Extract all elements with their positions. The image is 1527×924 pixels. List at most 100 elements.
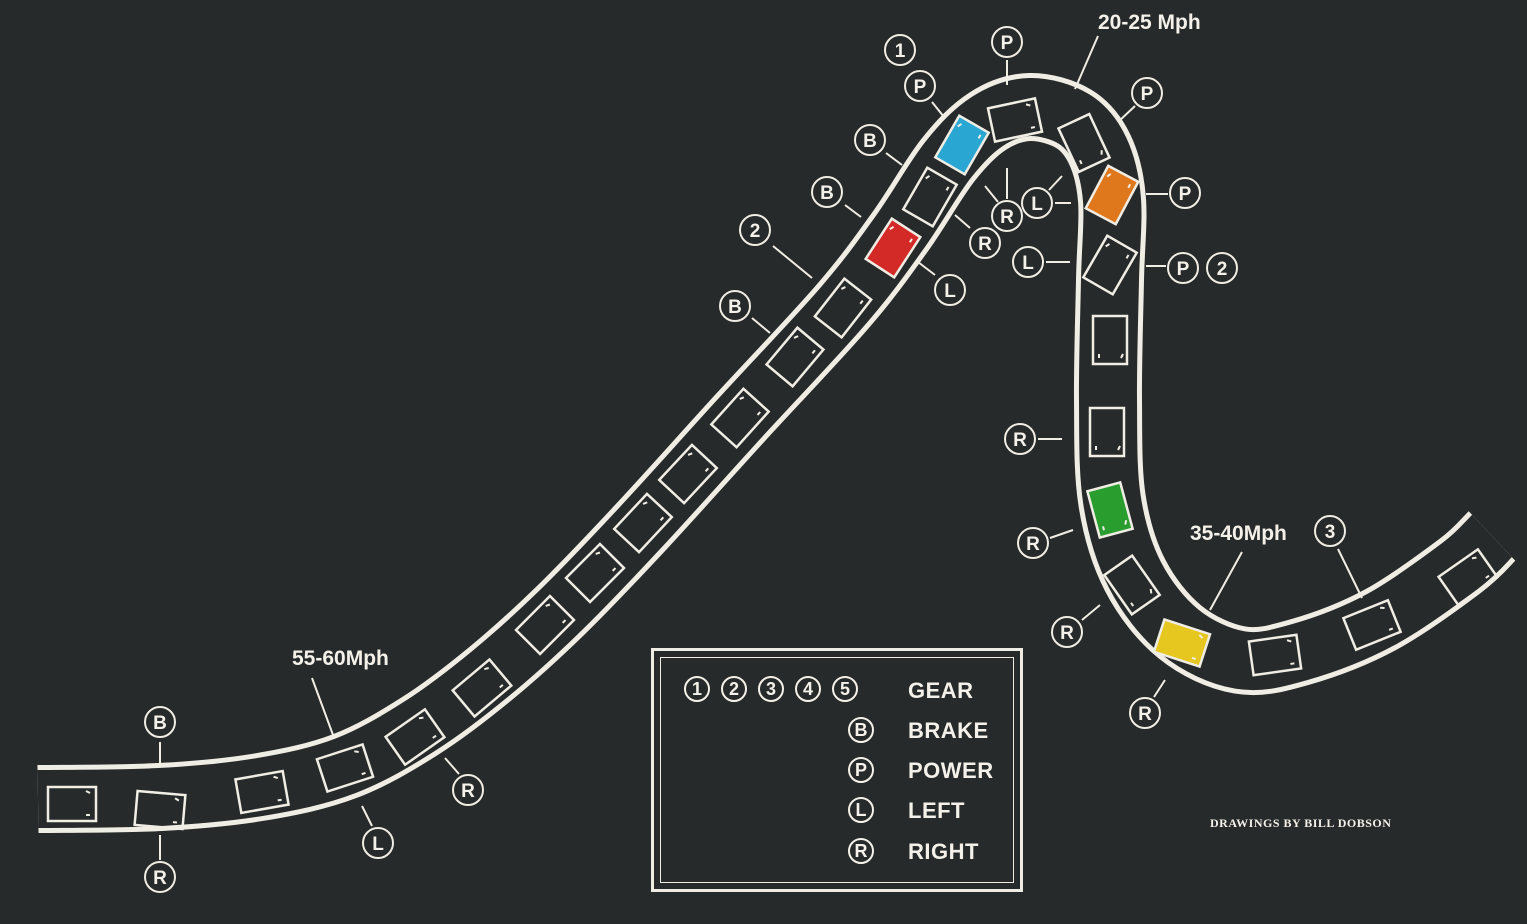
callout-letter: P <box>914 77 927 98</box>
callout-letter: B <box>863 131 877 152</box>
car-body <box>986 96 1044 144</box>
callout-letter: B <box>728 297 742 318</box>
callout-B-symbol: B <box>144 706 176 738</box>
car-body <box>514 594 576 656</box>
car-body <box>133 789 187 831</box>
car-icon <box>901 166 959 228</box>
car-mark <box>1149 588 1153 594</box>
callout-R-symbol: R <box>969 227 1001 259</box>
car-mark <box>361 771 366 776</box>
callout-letter: P <box>1141 84 1154 105</box>
callout-leader-line <box>1049 529 1074 539</box>
callout-leader-line <box>444 757 460 775</box>
callout-P-symbol: P <box>904 70 936 102</box>
car-mark <box>793 335 799 339</box>
car-mark <box>1130 602 1135 607</box>
callout-leader-line <box>1081 604 1101 621</box>
car-icon <box>1247 633 1303 677</box>
green-car-icon <box>1085 480 1135 540</box>
callout-circle <box>1017 527 1049 559</box>
car-icon <box>233 769 291 815</box>
callout-B-symbol: B <box>719 290 751 322</box>
callout-circle <box>1012 246 1044 278</box>
car-icon <box>1088 406 1126 458</box>
callout-leader-line <box>1153 679 1166 698</box>
legend-gear-row: 1 2 3 4 5 <box>684 676 869 702</box>
car-icon <box>1341 598 1403 652</box>
car-mark <box>484 667 489 671</box>
car-icon <box>657 443 719 505</box>
speed-label-55-60: 55-60Mph <box>292 647 389 670</box>
car-mark <box>595 551 601 555</box>
car-mark <box>1286 639 1292 643</box>
callout-leader-line <box>984 185 999 203</box>
car-mark <box>432 734 437 739</box>
callout-circle <box>1004 423 1036 455</box>
car-mark <box>977 134 982 139</box>
gear-1-symbol: 1 <box>684 676 710 702</box>
callout-leader-line <box>1048 175 1063 191</box>
callout-circle <box>144 861 176 893</box>
car-body <box>1247 633 1303 677</box>
callout-L-symbol: L <box>1012 246 1044 278</box>
callout-letter: L <box>1031 194 1043 215</box>
callout-letter: R <box>1026 534 1040 555</box>
car-body <box>233 769 291 815</box>
car-mark <box>659 516 665 521</box>
legend-right-row: R <box>848 838 885 864</box>
callout-P-symbol: P <box>1167 252 1199 284</box>
car-mark <box>499 684 504 689</box>
car-mark <box>859 299 864 305</box>
orange-car-icon <box>1084 164 1140 226</box>
car-mark <box>1125 254 1130 259</box>
car-mark <box>687 452 693 456</box>
callout-leader-line <box>1337 548 1363 599</box>
car-mark <box>957 123 963 128</box>
car-body <box>1088 406 1126 458</box>
callout-letter: R <box>153 868 167 889</box>
car-icon <box>450 657 514 719</box>
car-mark <box>174 797 180 802</box>
car-icon <box>1091 314 1129 366</box>
car-mark <box>925 175 931 180</box>
left-symbol: L <box>848 797 874 823</box>
callout-3-symbol: 3 <box>1314 515 1346 547</box>
callout-leader-line <box>772 245 813 279</box>
speed-leader-line <box>1074 35 1099 90</box>
callout-letter: P <box>1179 184 1192 205</box>
callout-2-symbol: 2 <box>739 214 771 246</box>
car-body <box>764 325 826 389</box>
gear-4-symbol: 4 <box>795 676 821 702</box>
callout-letter: L <box>372 834 384 855</box>
car-body <box>315 742 375 794</box>
callout-circle <box>991 200 1023 232</box>
car-mark <box>1117 445 1121 451</box>
callout-letter: R <box>461 781 475 802</box>
legend-brake-label: BRAKE <box>908 718 989 743</box>
car-mark <box>1120 353 1124 359</box>
car-body <box>933 114 991 176</box>
callout-letter: L <box>944 281 956 302</box>
car-mark <box>1105 243 1111 248</box>
callout-letter: P <box>1001 33 1014 54</box>
car-icon <box>986 96 1044 144</box>
callout-leader-line <box>844 204 862 218</box>
car-body <box>1084 164 1140 226</box>
brake-symbol: B <box>848 717 874 743</box>
car-mark <box>1030 126 1036 129</box>
callout-circle <box>452 774 484 806</box>
callout-letter: R <box>1138 704 1152 725</box>
callout-leader-line <box>751 317 771 334</box>
callout-letter: 2 <box>750 221 761 242</box>
callout-circle <box>362 827 394 859</box>
speed-leader-line <box>1209 551 1243 611</box>
car-body <box>564 542 626 604</box>
car-body <box>1436 547 1500 607</box>
car-icon <box>813 276 873 340</box>
callout-circle <box>904 70 936 102</box>
car-mark <box>611 567 617 572</box>
callout-letter: R <box>1060 623 1074 644</box>
car-mark <box>1102 526 1105 531</box>
car-mark <box>1100 150 1103 155</box>
